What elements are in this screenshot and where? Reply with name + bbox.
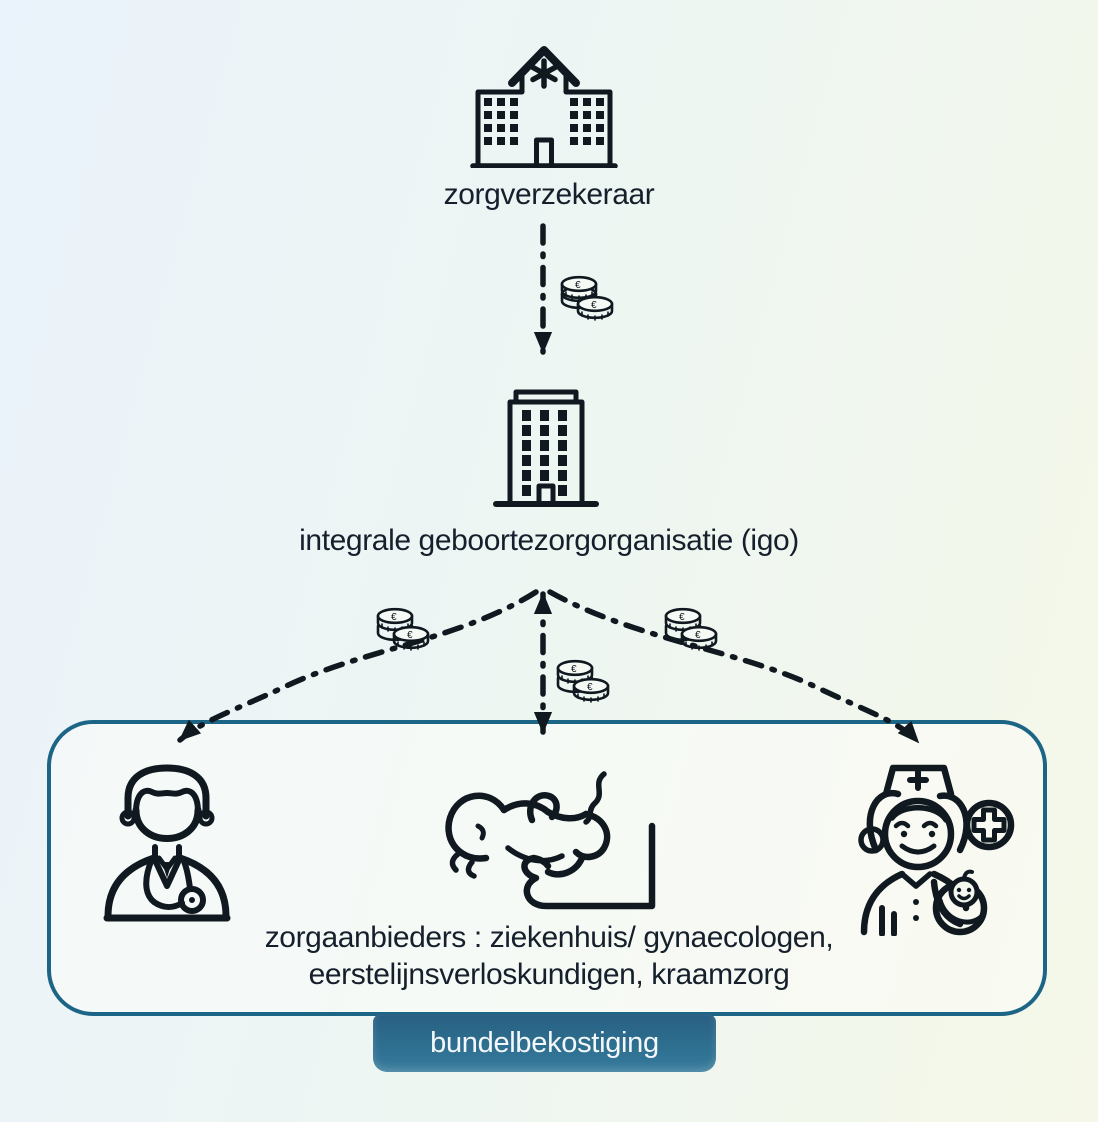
svg-text:€: € — [407, 630, 413, 641]
office-building-icon — [493, 389, 599, 507]
doctor-icon — [103, 764, 231, 922]
svg-text:€: € — [695, 630, 701, 641]
arrow-igo-to-providers-left — [177, 589, 539, 743]
igo-label: integrale geboortezorgorganisatie (igo) — [299, 524, 799, 557]
bundelbekostiging-badge: bundelbekostiging — [373, 1014, 716, 1072]
providers-label: zorgaanbieders : ziekenhuis/ gynaecologe… — [0, 919, 1098, 993]
svg-text:€: € — [587, 682, 593, 693]
insurer-label: zorgverzekeraar — [443, 178, 655, 211]
euro-coins-icon: € € — [556, 659, 610, 703]
svg-text:€: € — [391, 612, 397, 623]
bundelbekostiging-badge-label: bundelbekostiging — [430, 1026, 659, 1059]
providers-label-line2: eerstelijnsverloskundigen, kraamzorg — [308, 958, 790, 991]
svg-text:€: € — [571, 664, 577, 675]
euro-coins-icon: € € — [560, 275, 614, 321]
svg-text:€: € — [679, 612, 685, 623]
euro-coins-icon: € € — [376, 607, 430, 651]
svg-text:€: € — [575, 280, 581, 291]
svg-text:€: € — [591, 300, 597, 311]
hospital-building-icon — [470, 46, 618, 168]
euro-coins-icon: € € — [664, 607, 718, 651]
newborn-baby-icon — [445, 771, 656, 910]
arrow-igo-to-providers-right — [547, 589, 921, 745]
nurse-with-baby-icon — [858, 764, 1015, 936]
providers-label-line1: zorgaanbieders : ziekenhuis/ gynaecologe… — [264, 921, 834, 954]
